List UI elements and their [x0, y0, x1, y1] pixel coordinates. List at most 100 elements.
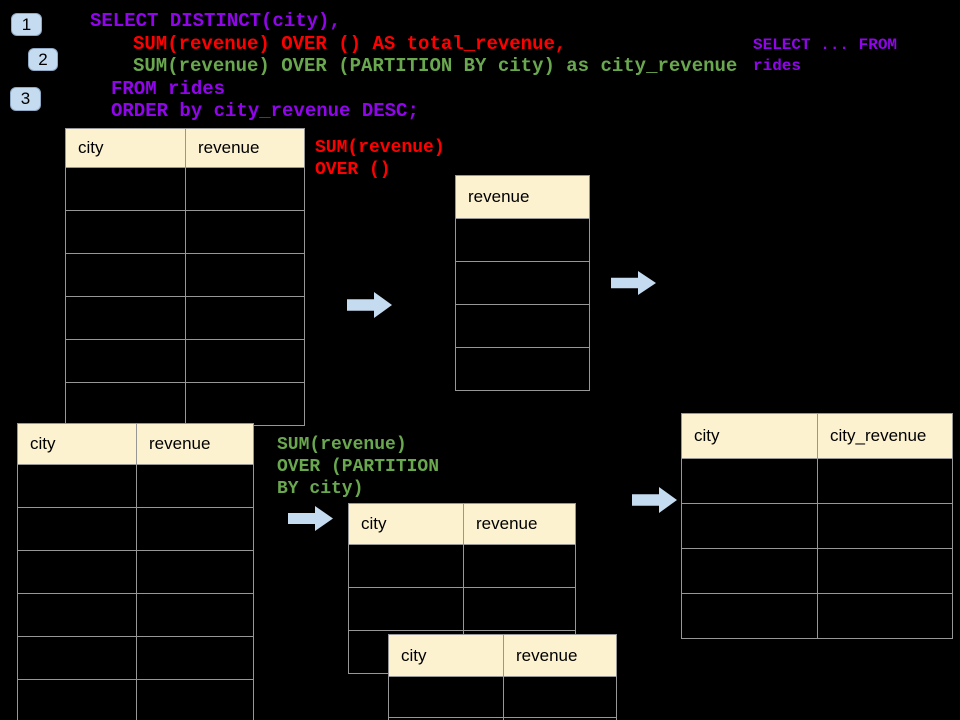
- body-cell: [456, 348, 589, 390]
- body-cell: [389, 718, 504, 720]
- header-cell-city: city: [349, 504, 464, 544]
- body-cell: [818, 594, 952, 638]
- body-cell: [18, 594, 137, 636]
- table-row: [389, 718, 616, 720]
- sql-code-line-order: ORDER by city_revenue DESC;: [111, 100, 419, 122]
- body-cell: [137, 508, 253, 550]
- table-row: [66, 254, 304, 297]
- header-cell-city: city: [66, 129, 186, 167]
- body-cell: [682, 549, 818, 593]
- sql-code-line-total: SUM(revenue) OVER () AS total_revenue,: [133, 33, 567, 55]
- table-row: [66, 340, 304, 383]
- table-row: [18, 551, 253, 594]
- body-cell: [456, 219, 589, 261]
- table-row: [18, 594, 253, 637]
- table-row: [456, 262, 589, 305]
- table-header-row: city revenue: [18, 424, 253, 465]
- body-cell: [137, 465, 253, 507]
- body-cell: [66, 168, 186, 210]
- flow-arrow-to-partition-mid: [288, 506, 333, 531]
- body-cell: [456, 262, 589, 304]
- table-row: [456, 348, 589, 390]
- body-cell: [137, 594, 253, 636]
- select-from-rides-note: SELECT ... FROM rides: [753, 36, 898, 75]
- table-source-top: city revenue: [65, 128, 305, 426]
- table-partition-mid: city revenue: [348, 503, 576, 674]
- table-partition-overlay: city revenue: [388, 634, 617, 720]
- table-header-row: city revenue: [66, 129, 304, 168]
- body-cell: [18, 551, 137, 593]
- body-cell: [349, 545, 464, 587]
- total-revenue-annotation: SUM(revenue) OVER (): [315, 138, 445, 180]
- header-cell-revenue: revenue: [516, 645, 578, 665]
- table-row: [18, 508, 253, 551]
- body-cell: [186, 254, 304, 296]
- body-cell: [18, 637, 137, 679]
- table-header-row: city revenue: [349, 504, 575, 545]
- body-cell: [66, 383, 186, 425]
- table-source-bottom: city revenue: [17, 423, 254, 720]
- table-header-row: city city_revenue: [682, 414, 952, 459]
- body-cell: [66, 297, 186, 339]
- table-total-revenue-result: revenue: [455, 175, 590, 391]
- table-header-row: city revenue: [389, 635, 616, 677]
- body-cell: [389, 677, 504, 717]
- table-row: [456, 305, 589, 348]
- flow-arrow-from-total-result: [611, 271, 656, 295]
- step-badge-2: 2: [28, 48, 58, 71]
- body-cell: [464, 588, 575, 630]
- table-row: [682, 549, 952, 594]
- body-cell: [186, 383, 304, 425]
- body-cell: [349, 588, 464, 630]
- table-row: [349, 588, 575, 631]
- header-cell-city-revenue: city_revenue: [830, 426, 927, 445]
- body-cell: [818, 549, 952, 593]
- table-row: [18, 637, 253, 680]
- flow-arrow-to-total-result: [347, 292, 392, 318]
- body-cell: [682, 459, 818, 503]
- body-cell: [66, 254, 186, 296]
- body-cell: [137, 637, 253, 679]
- table-row: [389, 677, 616, 718]
- partition-annotation: SUM(revenue) OVER (PARTITION BY city): [277, 435, 440, 499]
- body-cell: [137, 551, 253, 593]
- body-cell: [66, 211, 186, 253]
- table-row: [349, 545, 575, 588]
- table-row: [682, 504, 952, 549]
- table-row: [66, 297, 304, 340]
- table-row: [682, 594, 952, 638]
- header-cell-revenue: revenue: [476, 514, 538, 533]
- sql-code-line-select: SELECT DISTINCT(city),: [90, 10, 341, 32]
- body-cell: [18, 465, 137, 507]
- table-row: [18, 465, 253, 508]
- body-cell: [66, 340, 186, 382]
- header-cell-revenue: revenue: [149, 434, 211, 453]
- table-row: [66, 168, 304, 211]
- table-row: [682, 459, 952, 504]
- body-cell: [456, 305, 589, 347]
- body-cell: [464, 545, 575, 587]
- body-cell: [818, 459, 952, 503]
- header-cell-city: city: [18, 424, 137, 464]
- body-cell: [18, 508, 137, 550]
- table-row: [66, 383, 304, 425]
- header-cell-revenue: revenue: [198, 138, 260, 157]
- table-row: [18, 680, 253, 720]
- body-cell: [186, 211, 304, 253]
- table-row: [456, 219, 589, 262]
- header-cell-city: city: [682, 414, 818, 458]
- body-cell: [682, 504, 818, 548]
- body-cell: [18, 680, 137, 720]
- header-cell-revenue: revenue: [468, 187, 530, 206]
- body-cell: [186, 168, 304, 210]
- table-header-row: revenue: [456, 176, 589, 219]
- sql-code-line-from: FROM rides: [111, 78, 226, 100]
- flow-arrow-to-city-revenue-result: [632, 487, 677, 513]
- step-badge-3: 3: [10, 87, 41, 111]
- body-cell: [186, 340, 304, 382]
- table-row: [66, 211, 304, 254]
- step-badge-1: 1: [11, 13, 42, 36]
- body-cell: [186, 297, 304, 339]
- table-city-revenue-result: city city_revenue: [681, 413, 953, 639]
